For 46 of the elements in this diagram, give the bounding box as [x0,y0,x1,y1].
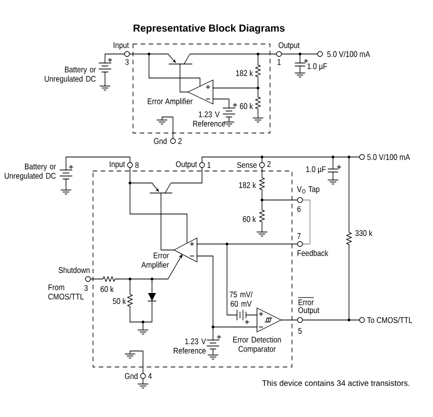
component-label: Battery or Unregulated DC [4,164,56,180]
component-label: 5.0 V/100 mA [327,50,370,58]
component-label: Output [278,42,300,50]
component-label: From CMOS/TTL [48,284,84,300]
component-label: Error Detection Comparator [233,336,281,354]
component-label: 60 k [242,216,256,222]
component-label: 1.23 V Reference [193,111,226,127]
component-label: 75 mV/ 60 mV [230,291,253,307]
component-label: 5.0 V/100 mA [367,154,410,160]
component-label: To CMOS/TTL [367,316,412,324]
component-label: 3 [125,59,129,65]
component-label: 7 [297,233,301,239]
component-label: Error Amplifier [141,252,169,270]
component-label: 1.23 V Reference [174,338,206,354]
title: Representative Block Diagrams [134,24,285,34]
caption: This device contains 34 active transistors. [262,380,410,386]
component-label: Sense [237,162,257,168]
component-label: Error Amplifier [148,98,193,106]
component-label: 6 [297,206,301,212]
component-label: Output [298,307,320,315]
component-label: 2 [267,161,271,167]
component-label: Input [110,161,125,169]
component-label: 1.0 µF [306,166,326,174]
component-label: Gnd [124,372,138,380]
component-label: 330 k [355,230,372,236]
component-label: Output [176,161,197,169]
component-label: 50 k [112,298,126,304]
component-label: 3 [84,285,88,291]
component-label: 182 k [239,182,256,188]
component-label: Shutdown [58,266,90,274]
component-label: 182 k [236,70,253,76]
component-label: 1 [278,59,281,65]
component-label: 60 k [240,102,253,110]
component-label: 1 [208,162,211,168]
component-label: 1.0 µF [308,63,327,71]
component-label: Error [298,297,314,306]
component-label: Feedback [298,250,328,256]
component-label: Gnd [154,138,167,144]
component-label: 8 [135,162,139,168]
component-label: V$_{O}$ Tap [297,186,320,194]
component-label: Input [114,42,129,50]
component-label: 5 [298,328,302,334]
component-label: 2 [178,138,182,144]
component-label: 60 k [100,286,114,292]
component-label: 4 [148,373,152,379]
component-label: Battery or Unregulated DC [44,66,96,84]
